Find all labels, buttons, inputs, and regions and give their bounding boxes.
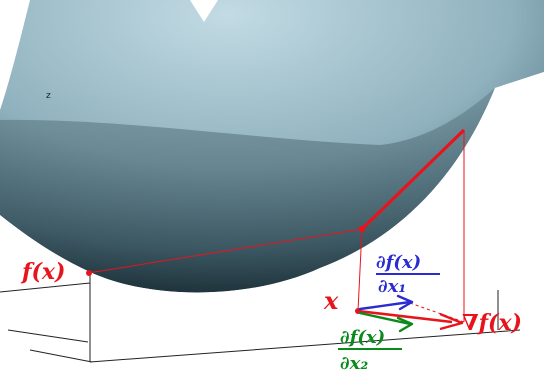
point-on-surface <box>358 225 366 233</box>
z-axis-label: z <box>46 91 51 101</box>
partial-x2-denominator: ∂x₂ <box>340 353 368 374</box>
partial-x2-arrow <box>358 311 414 333</box>
gradient-label: ∇f(x) <box>462 310 522 336</box>
drop-x-line <box>357 228 363 312</box>
surface-notch <box>190 0 218 22</box>
floor-left-line-3 <box>29 349 93 363</box>
gradient-arrow-shaft <box>357 309 453 324</box>
partial-x1-numerator: ∂f(x) <box>376 252 421 273</box>
partial-x1-denominator: ∂x₁ <box>378 276 406 297</box>
tangent-line <box>360 128 466 231</box>
f-level-line <box>87 228 363 274</box>
point-f-level <box>86 270 92 276</box>
floor-left-line-2 <box>7 329 89 343</box>
floor-front-line <box>89 329 521 363</box>
red-construction <box>87 128 466 331</box>
partial-x2-label: ∂f(x) ∂x₂ <box>338 327 402 374</box>
x-point-label: x <box>323 286 339 315</box>
f-x-label: f(x) <box>20 259 65 285</box>
partial-x1-label: ∂f(x) ∂x₁ <box>376 252 440 297</box>
gradient-arrowhead <box>439 312 464 331</box>
surface-left-gap <box>0 0 30 110</box>
partial-x2-numerator: ∂f(x) <box>340 327 385 348</box>
surface-far-rim <box>0 88 495 293</box>
floor-left-line-1 <box>0 282 91 293</box>
partial-x1-arrow <box>358 294 414 311</box>
floor-axes <box>0 272 521 363</box>
